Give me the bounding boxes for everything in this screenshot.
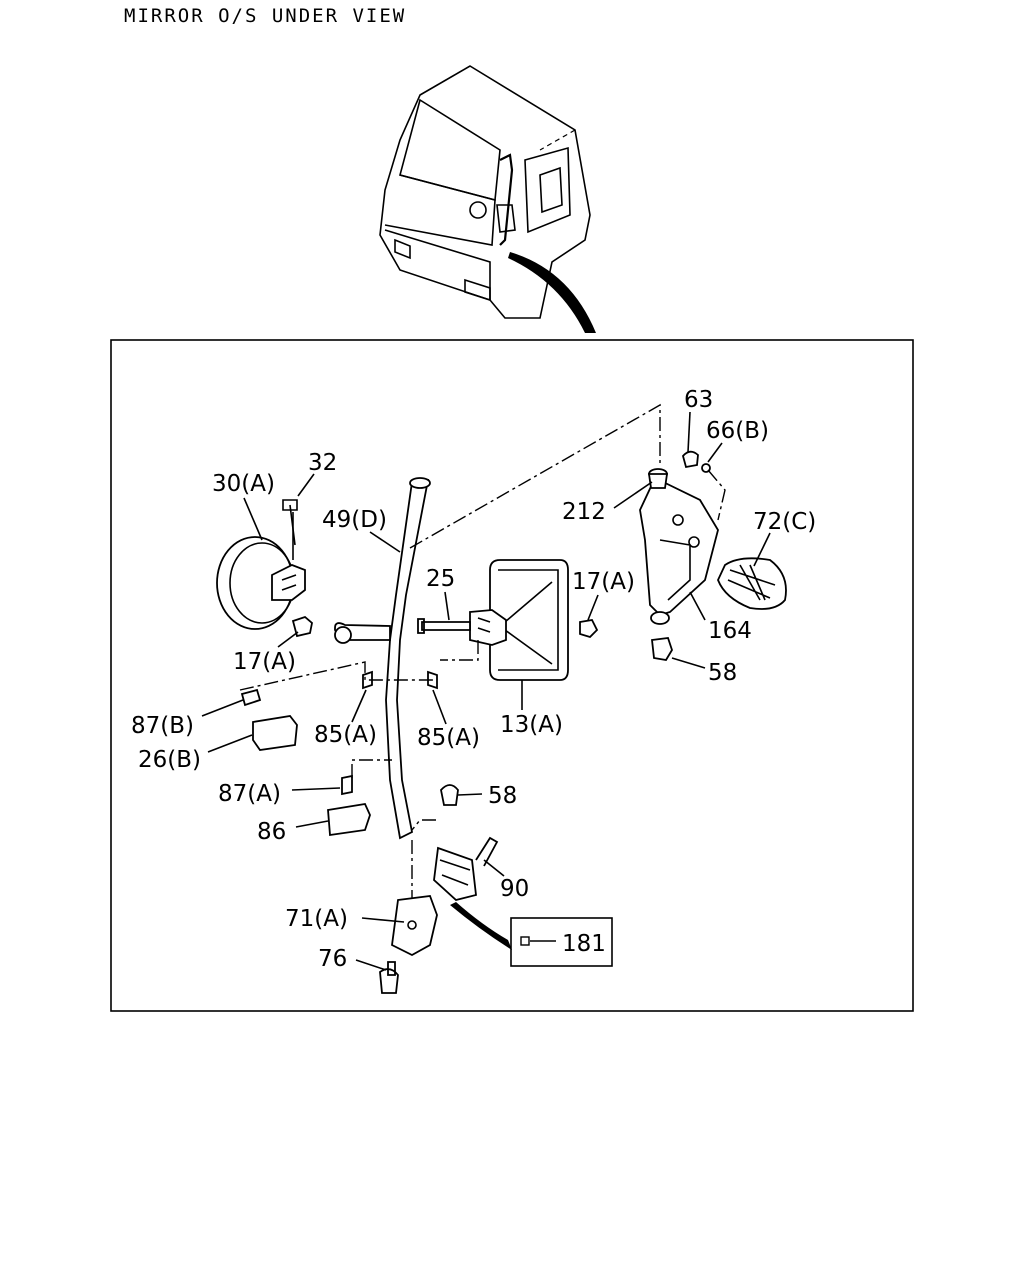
mirror-arm bbox=[334, 477, 431, 840]
callout-90: 90 bbox=[500, 876, 529, 902]
assembly-line-87a bbox=[351, 759, 392, 778]
part-181-icon bbox=[520, 936, 530, 946]
detail-frame bbox=[110, 339, 914, 1012]
reference-box-181 bbox=[510, 917, 613, 967]
callout-212: 212 bbox=[562, 499, 606, 525]
callout-181: 181 bbox=[562, 931, 606, 957]
callout-66b: 66(B) bbox=[706, 418, 769, 444]
callout-17a-left: 17(A) bbox=[233, 649, 296, 675]
callout-32: 32 bbox=[308, 450, 337, 476]
callout-13a: 13(A) bbox=[500, 712, 563, 738]
callout-58-mid: 58 bbox=[488, 783, 517, 809]
callout-72c: 72(C) bbox=[753, 509, 816, 535]
callout-58-top: 58 bbox=[708, 660, 737, 686]
assembly-line-mirror bbox=[440, 640, 479, 661]
assembly-line-66b bbox=[707, 469, 726, 521]
bolt-25 bbox=[417, 618, 471, 634]
callout-87b: 87(B) bbox=[131, 713, 194, 739]
callout-86: 86 bbox=[257, 819, 286, 845]
stay-90-detail bbox=[439, 859, 471, 886]
cover-86 bbox=[327, 803, 371, 837]
callout-49d: 49(D) bbox=[322, 507, 387, 533]
clip-87b bbox=[240, 688, 262, 707]
cover-72c bbox=[717, 557, 787, 610]
mirror-bracket bbox=[639, 468, 719, 661]
screw-76 bbox=[379, 961, 399, 994]
assembly-line-top bbox=[409, 403, 661, 549]
callout-87a: 87(A) bbox=[218, 781, 281, 807]
callout-30a: 30(A) bbox=[212, 471, 275, 497]
round-mirror bbox=[216, 536, 306, 630]
detail-sweep bbox=[450, 902, 512, 950]
diagram-title: MIRROR O/S UNDER VIEW bbox=[124, 5, 407, 27]
screw-32 bbox=[282, 499, 298, 546]
callout-76: 76 bbox=[318, 946, 347, 972]
assembly-line-58 bbox=[411, 819, 436, 831]
truck-cab-illustration bbox=[379, 65, 596, 333]
rectangular-mirror bbox=[469, 559, 569, 681]
base-71a-hole bbox=[407, 920, 417, 930]
callout-63: 63 bbox=[684, 387, 713, 413]
cap-63 bbox=[682, 450, 699, 469]
callout-17a-right: 17(A) bbox=[572, 569, 635, 595]
callout-85a-right: 85(A) bbox=[417, 725, 480, 751]
callout-85a-left: 85(A) bbox=[314, 722, 377, 748]
base-71a bbox=[391, 895, 438, 957]
clamp-85a-left bbox=[362, 670, 373, 690]
nut-17a-right bbox=[579, 619, 599, 639]
callout-164: 164 bbox=[708, 618, 752, 644]
cover-26b bbox=[252, 715, 298, 751]
callout-25: 25 bbox=[426, 566, 455, 592]
leader-lines bbox=[201, 411, 771, 971]
assembly-line-left bbox=[239, 661, 436, 691]
callout-71a: 71(A) bbox=[285, 906, 348, 932]
callout-26b: 26(B) bbox=[138, 747, 201, 773]
cap-58-mid bbox=[440, 784, 459, 806]
clip-87a bbox=[341, 774, 353, 796]
